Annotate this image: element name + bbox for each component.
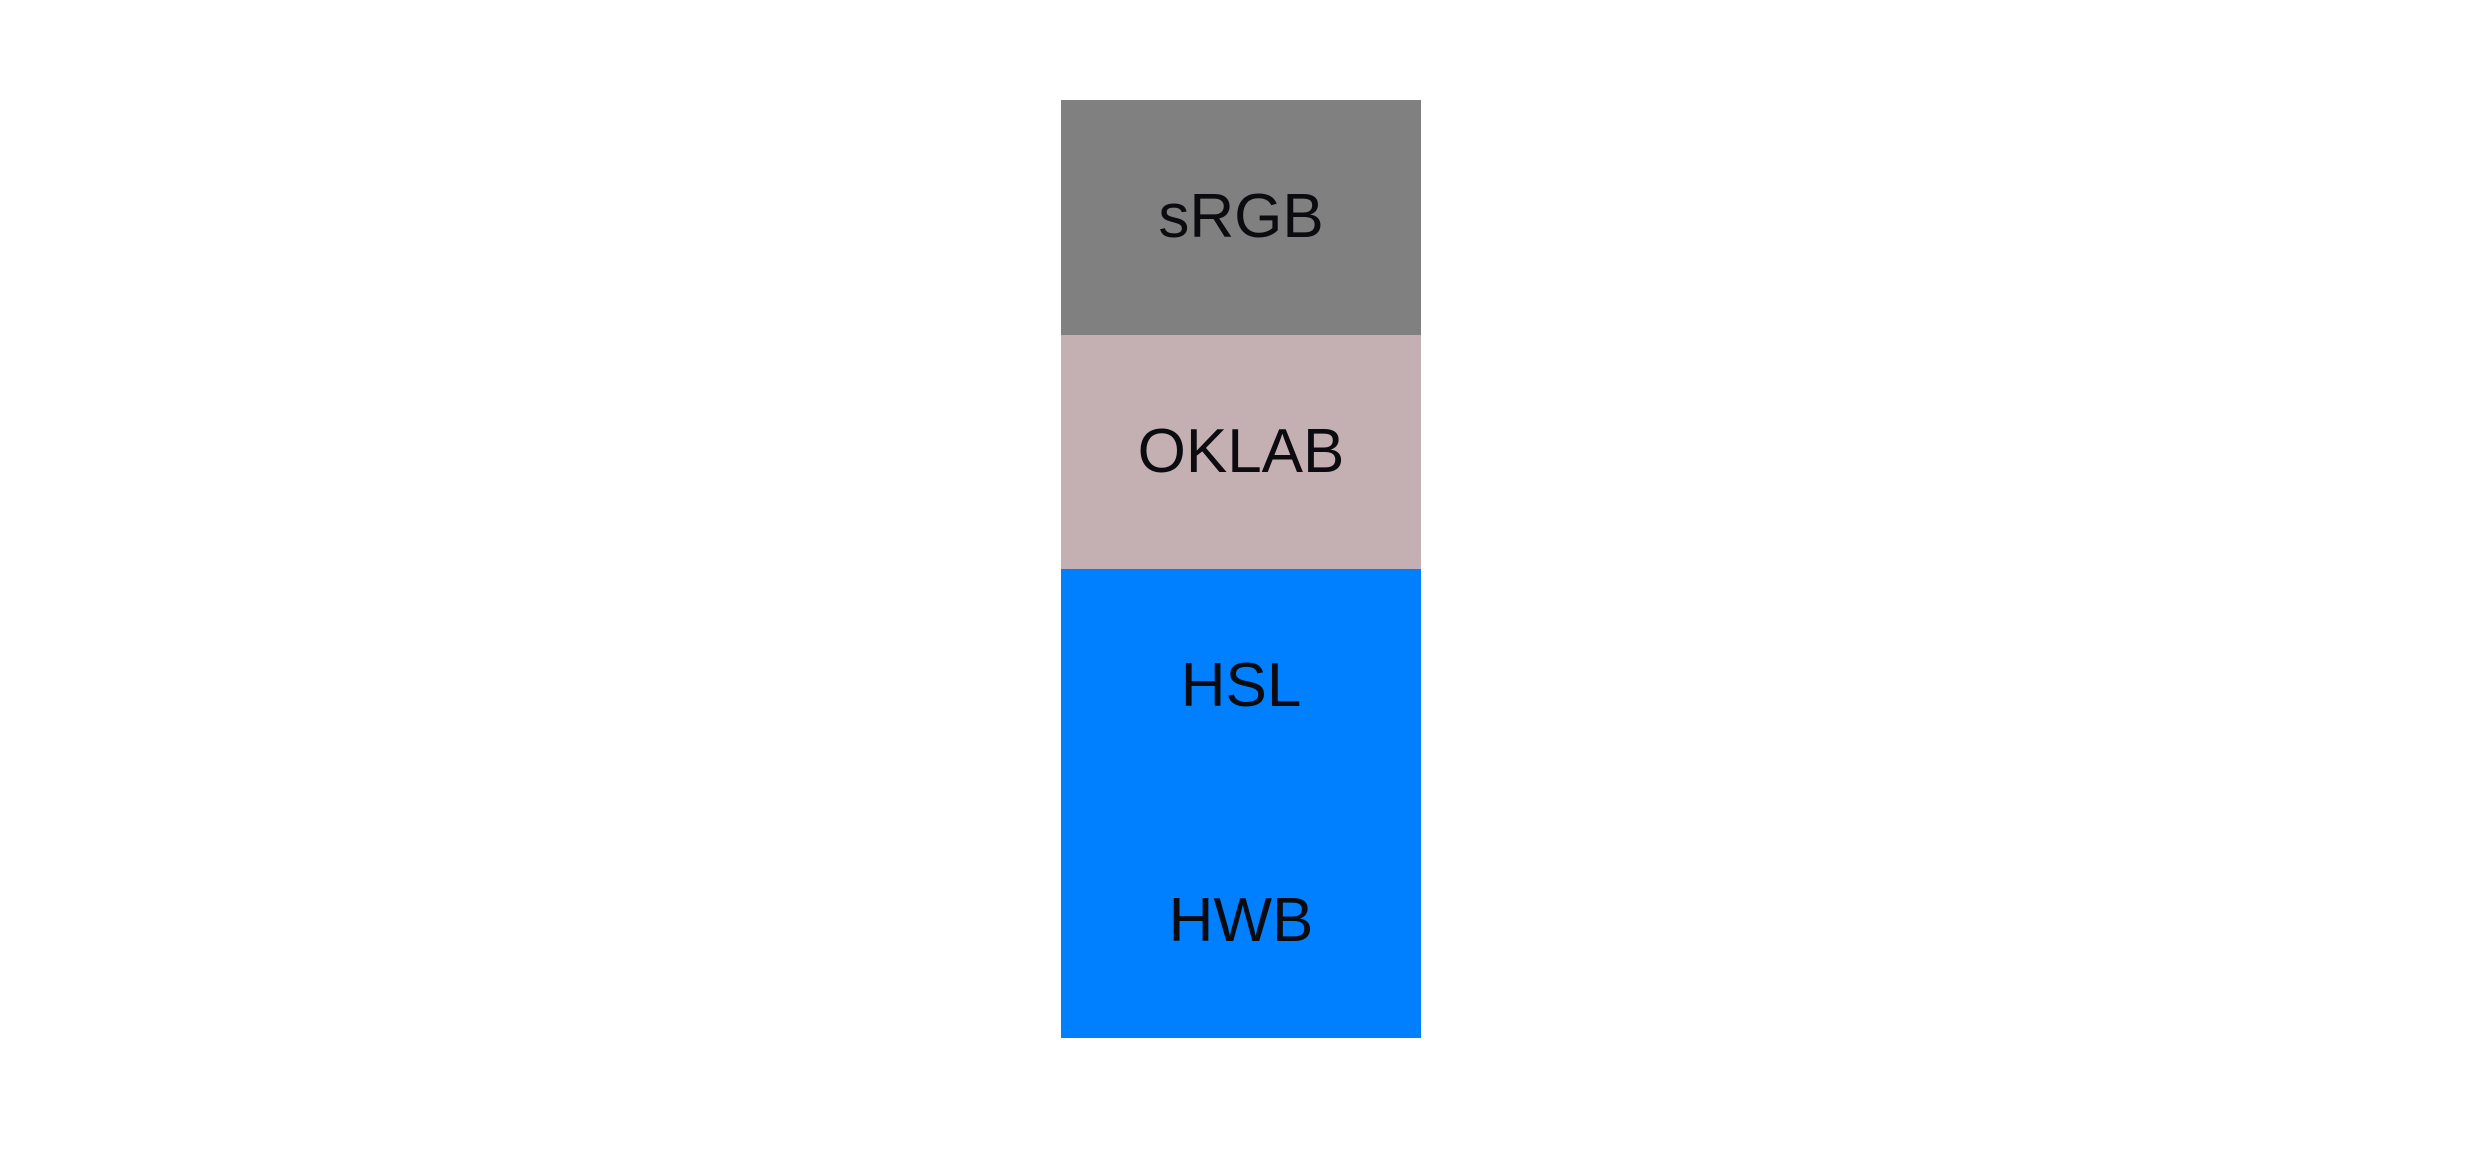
swatch-srgb: sRGB	[1061, 100, 1421, 335]
swatch-label-oklab: OKLAB	[1137, 416, 1345, 486]
swatch-hsl: HSL	[1061, 569, 1421, 804]
swatch-label-hsl: HSL	[1180, 651, 1302, 721]
color-space-swatch-stack: sRGB OKLAB HSL HWB	[1061, 100, 1421, 1038]
swatch-label-srgb: sRGB	[1158, 182, 1324, 252]
swatch-hwb: HWB	[1061, 803, 1421, 1038]
swatch-label-hwb: HWB	[1168, 885, 1314, 955]
swatch-oklab: OKLAB	[1061, 334, 1421, 569]
